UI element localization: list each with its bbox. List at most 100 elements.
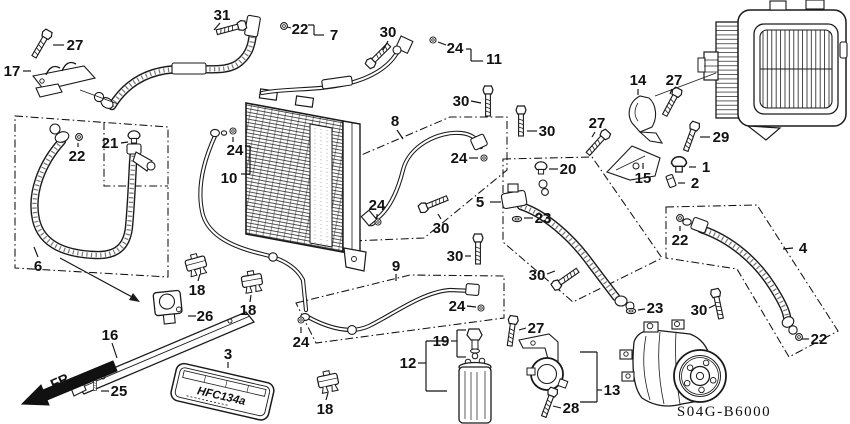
- svg-text:27: 27: [589, 115, 606, 132]
- callout-25: 25: [101, 383, 127, 400]
- group-box-valve21-divider: [103, 122, 168, 187]
- callout-27: 27: [589, 115, 606, 138]
- svg-text:10: 10: [221, 170, 238, 187]
- svg-text:16: 16: [102, 327, 119, 344]
- assembly-indicators: [59, 72, 717, 302]
- callout-20: 20: [549, 161, 576, 178]
- svg-text:27: 27: [666, 72, 683, 89]
- svg-text:30: 30: [453, 93, 470, 110]
- svg-text:24: 24: [293, 334, 310, 351]
- nut-24-c: [374, 218, 382, 226]
- svg-text:24: 24: [451, 150, 468, 167]
- diagram-part-code: S04G-B6000: [677, 404, 771, 420]
- bolt-30-c: [515, 105, 527, 137]
- callout-22: 22: [672, 226, 689, 249]
- bolt-30-d: [416, 192, 450, 215]
- hose-6: [30, 123, 156, 260]
- callout-30: 30: [527, 123, 555, 140]
- svg-text:23: 23: [647, 300, 664, 317]
- clamp-26: [152, 289, 183, 325]
- bracket-17: [32, 61, 97, 98]
- svg-text:18: 18: [240, 302, 257, 319]
- callout-22: 22: [802, 331, 827, 348]
- callout-30: 30: [529, 267, 556, 284]
- receiver-drier: [458, 328, 492, 424]
- svg-text:30: 30: [447, 248, 464, 265]
- clamp-18-a: [183, 251, 210, 278]
- svg-text:2: 2: [691, 175, 699, 192]
- svg-text:18: 18: [189, 282, 206, 299]
- callout-7: 7: [308, 24, 338, 44]
- leader-bracket14-to-unit: [654, 72, 717, 97]
- callout-5: 5: [476, 194, 501, 211]
- svg-text:24: 24: [227, 142, 244, 159]
- svg-text:22: 22: [672, 232, 689, 249]
- callout-18: 18: [240, 294, 257, 319]
- svg-text:19: 19: [433, 333, 450, 350]
- svg-text:14: 14: [630, 72, 647, 89]
- svg-text:27: 27: [528, 320, 545, 337]
- nut-24-e: [297, 316, 305, 324]
- callout-31: 31: [213, 7, 230, 31]
- nut-24-d: [477, 304, 485, 312]
- condenser-bracket-top-right: [294, 95, 315, 108]
- spec-label-plate: HFC134a: [170, 362, 275, 421]
- svg-text:8: 8: [391, 113, 399, 130]
- bolt-28: [538, 386, 560, 419]
- nut-24-b: [480, 154, 488, 162]
- blower-foot: [746, 125, 782, 141]
- group-box-hose4: [665, 204, 839, 358]
- callout-13: 13: [580, 351, 620, 403]
- svg-text:25: 25: [111, 383, 128, 400]
- washer-23-b: [625, 307, 637, 315]
- condenser-bracket-bottom: [343, 247, 367, 272]
- hose-5: [500, 179, 635, 311]
- callout-24: 24: [369, 197, 386, 219]
- callout-24: 24: [451, 150, 478, 167]
- nut-22-d: [75, 133, 83, 141]
- pipe-11: [259, 35, 414, 96]
- callout-3: 3: [224, 346, 232, 368]
- callout-24: 24: [449, 298, 477, 315]
- callout-29: 29: [700, 129, 729, 146]
- svg-text:12: 12: [400, 355, 417, 372]
- pipe-10: [198, 128, 309, 313]
- fr-direction-arrow: FR.: [20, 360, 118, 406]
- callout-10: 10: [221, 145, 251, 187]
- bolt-29: [680, 120, 702, 153]
- bolt-27-c: [583, 127, 613, 158]
- bolt-30-g: [709, 287, 727, 321]
- compressor: [619, 319, 727, 407]
- compressor-pulley: [673, 349, 727, 403]
- svg-text:4: 4: [799, 240, 808, 257]
- svg-text:22: 22: [69, 148, 86, 165]
- callout-12: 12: [400, 340, 447, 392]
- blower-unit: [697, 0, 848, 141]
- clamp-18-c: [315, 368, 341, 395]
- nut-24-a: [429, 36, 437, 44]
- callout-1: 1: [689, 159, 710, 176]
- svg-text:24: 24: [447, 40, 464, 57]
- bolt-30-b: [482, 85, 494, 117]
- callout-27: 27: [666, 72, 683, 95]
- pipe-9: [300, 283, 480, 335]
- svg-text:22: 22: [811, 331, 828, 348]
- hose-4: [682, 216, 798, 335]
- callout-26: 26: [188, 308, 213, 325]
- callout-24: 24: [227, 137, 244, 159]
- group-box-hose5: [502, 156, 663, 303]
- callout-14: 14: [630, 72, 647, 95]
- svg-text:17: 17: [4, 63, 21, 80]
- hose-7: [93, 14, 261, 111]
- callout-30: 30: [691, 302, 716, 319]
- callout-30: 30: [433, 213, 449, 237]
- nut-24-f: [229, 127, 237, 135]
- svg-text:21: 21: [102, 135, 119, 152]
- nut-22-c: [795, 333, 803, 341]
- grommet-22-a: [280, 22, 288, 30]
- callout-19: 19: [433, 329, 466, 358]
- callout-23: 23: [637, 300, 664, 317]
- svg-text:7: 7: [330, 27, 338, 44]
